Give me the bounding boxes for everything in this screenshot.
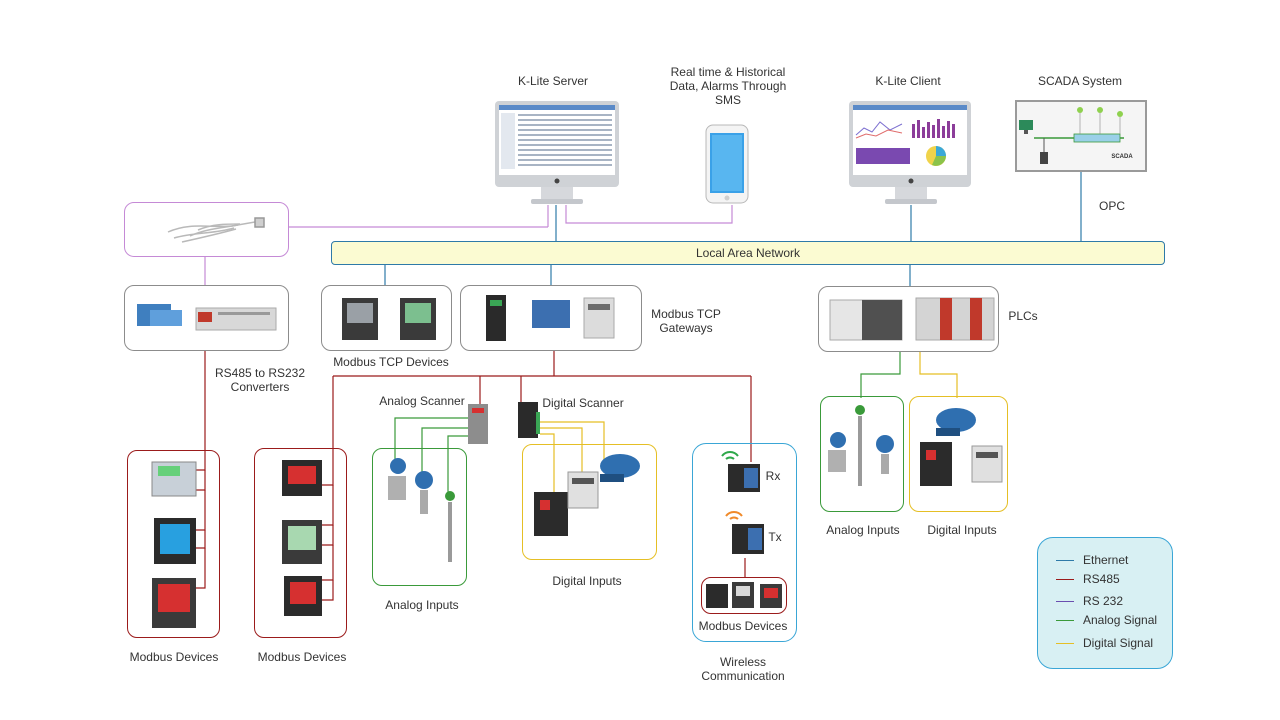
- legend-label: Digital Signal: [1083, 636, 1154, 650]
- modbus-devices-label-2: Modbus Devices: [257, 650, 347, 664]
- legend-analog-signal: Analog Signal: [1056, 613, 1157, 627]
- digital-scanner-icon: [518, 402, 540, 438]
- modbus-tcp-gateways-label: Modbus TCP Gateways: [651, 307, 721, 335]
- plc-box: [818, 286, 999, 352]
- scada-screen-label: SCADA: [1111, 154, 1133, 160]
- rx-label: Rx: [765, 469, 781, 483]
- rs485-rs232-converters-label: RS485 to RS232 Converters: [214, 366, 306, 394]
- digital-devices-icon-1: [534, 454, 640, 536]
- converter-devices-icon: [137, 304, 277, 331]
- plc-icons: [829, 297, 995, 341]
- local-area-network-bar: Local Area Network: [331, 241, 1165, 265]
- analog-scanner-icon: [468, 404, 488, 444]
- legend-label: RS 232: [1083, 594, 1124, 608]
- modbus-tcp-devices-box: [321, 285, 452, 351]
- legend-label: Ethernet: [1083, 553, 1129, 567]
- wireless-communication-label: Wireless Communication: [701, 655, 785, 683]
- legend-label: RS485: [1083, 572, 1120, 586]
- modbus-tcp-gateway-icons: [486, 295, 615, 341]
- wireless-modbus-devices-box: [701, 577, 787, 614]
- klite-server-monitor: [495, 101, 619, 204]
- modbus-devices-label-3: Modbus Devices: [698, 619, 788, 633]
- digital-inputs-box-2: [909, 396, 1008, 512]
- rs232-connections: [204, 205, 733, 285]
- analog-transmitters-icon-2: [828, 405, 894, 486]
- modbus-devices-column-2-icons: [282, 460, 322, 616]
- scada-system-screen: [1015, 100, 1147, 172]
- modbus-devices-column-1-icons: [151, 461, 197, 628]
- legend-ethernet: Ethernet: [1056, 553, 1128, 567]
- wireless-rx-device-icon: [721, 451, 760, 492]
- digital-inputs-label-1: Digital Inputs: [552, 574, 622, 588]
- wireless-box: [692, 443, 797, 642]
- modbus-tcp-gateways-box: [460, 285, 642, 351]
- scada-system-label: SCADA System: [1037, 74, 1123, 88]
- modbus-devices-box-1: [127, 450, 220, 638]
- modbus-devices-box-2: [254, 448, 347, 638]
- legend-swatch: [1056, 643, 1074, 645]
- analog-inputs-label-2: Analog Inputs: [826, 523, 900, 537]
- modbus-devices-label-1: Modbus Devices: [129, 650, 219, 664]
- digital-inputs-box-1: [522, 444, 657, 560]
- klite-client-label: K-Lite Client: [875, 74, 941, 88]
- legend-swatch: [1056, 579, 1074, 581]
- analog-transmitters-icon-1: [388, 458, 455, 562]
- analog-inputs-box-2: [820, 396, 904, 512]
- analog-connections: [394, 352, 901, 492]
- smartphone-icon: [705, 124, 749, 204]
- legend-rs232: RS 232: [1056, 594, 1123, 608]
- analog-inputs-box-1: [372, 448, 467, 586]
- realtime-sms-label: Real time & Historical Data, Alarms Thro…: [669, 65, 787, 107]
- legend-swatch: [1056, 620, 1074, 622]
- legend-swatch: [1056, 601, 1074, 603]
- ethernet-connections: [384, 172, 1082, 286]
- digital-devices-icon-2: [920, 408, 1003, 486]
- legend-label: Analog Signal: [1083, 613, 1158, 627]
- wireless-modbus-devices-icons: [706, 582, 782, 608]
- legend-rs485: RS485: [1056, 572, 1120, 586]
- modbus-tcp-devices-label: Modbus TCP Devices: [333, 355, 449, 369]
- digital-connections: [540, 352, 958, 492]
- digital-inputs-label-2: Digital Inputs: [927, 523, 997, 537]
- digital-scanner-label: Digital Scanner: [542, 396, 624, 410]
- legend-digital-signal: Digital Signal: [1056, 636, 1153, 650]
- opc-label: OPC: [1098, 199, 1125, 213]
- legend: Ethernet RS485 RS 232 Analog Signal Digi…: [1037, 537, 1173, 669]
- modbus-tcp-device-icons: [342, 298, 436, 340]
- serial-cable-box: [124, 202, 289, 257]
- klite-client-monitor: [849, 101, 971, 204]
- tx-label: Tx: [768, 530, 782, 544]
- klite-server-label: K-Lite Server: [517, 74, 589, 88]
- wireless-tx-device-icon: [725, 511, 764, 554]
- plcs-label: PLCs: [1008, 309, 1038, 323]
- analog-inputs-label-1: Analog Inputs: [385, 598, 459, 612]
- analog-scanner-label: Analog Scanner: [379, 394, 465, 408]
- converter-box: [124, 285, 289, 351]
- serial-cable-bundle-icon: [167, 217, 265, 243]
- legend-swatch: [1056, 560, 1074, 562]
